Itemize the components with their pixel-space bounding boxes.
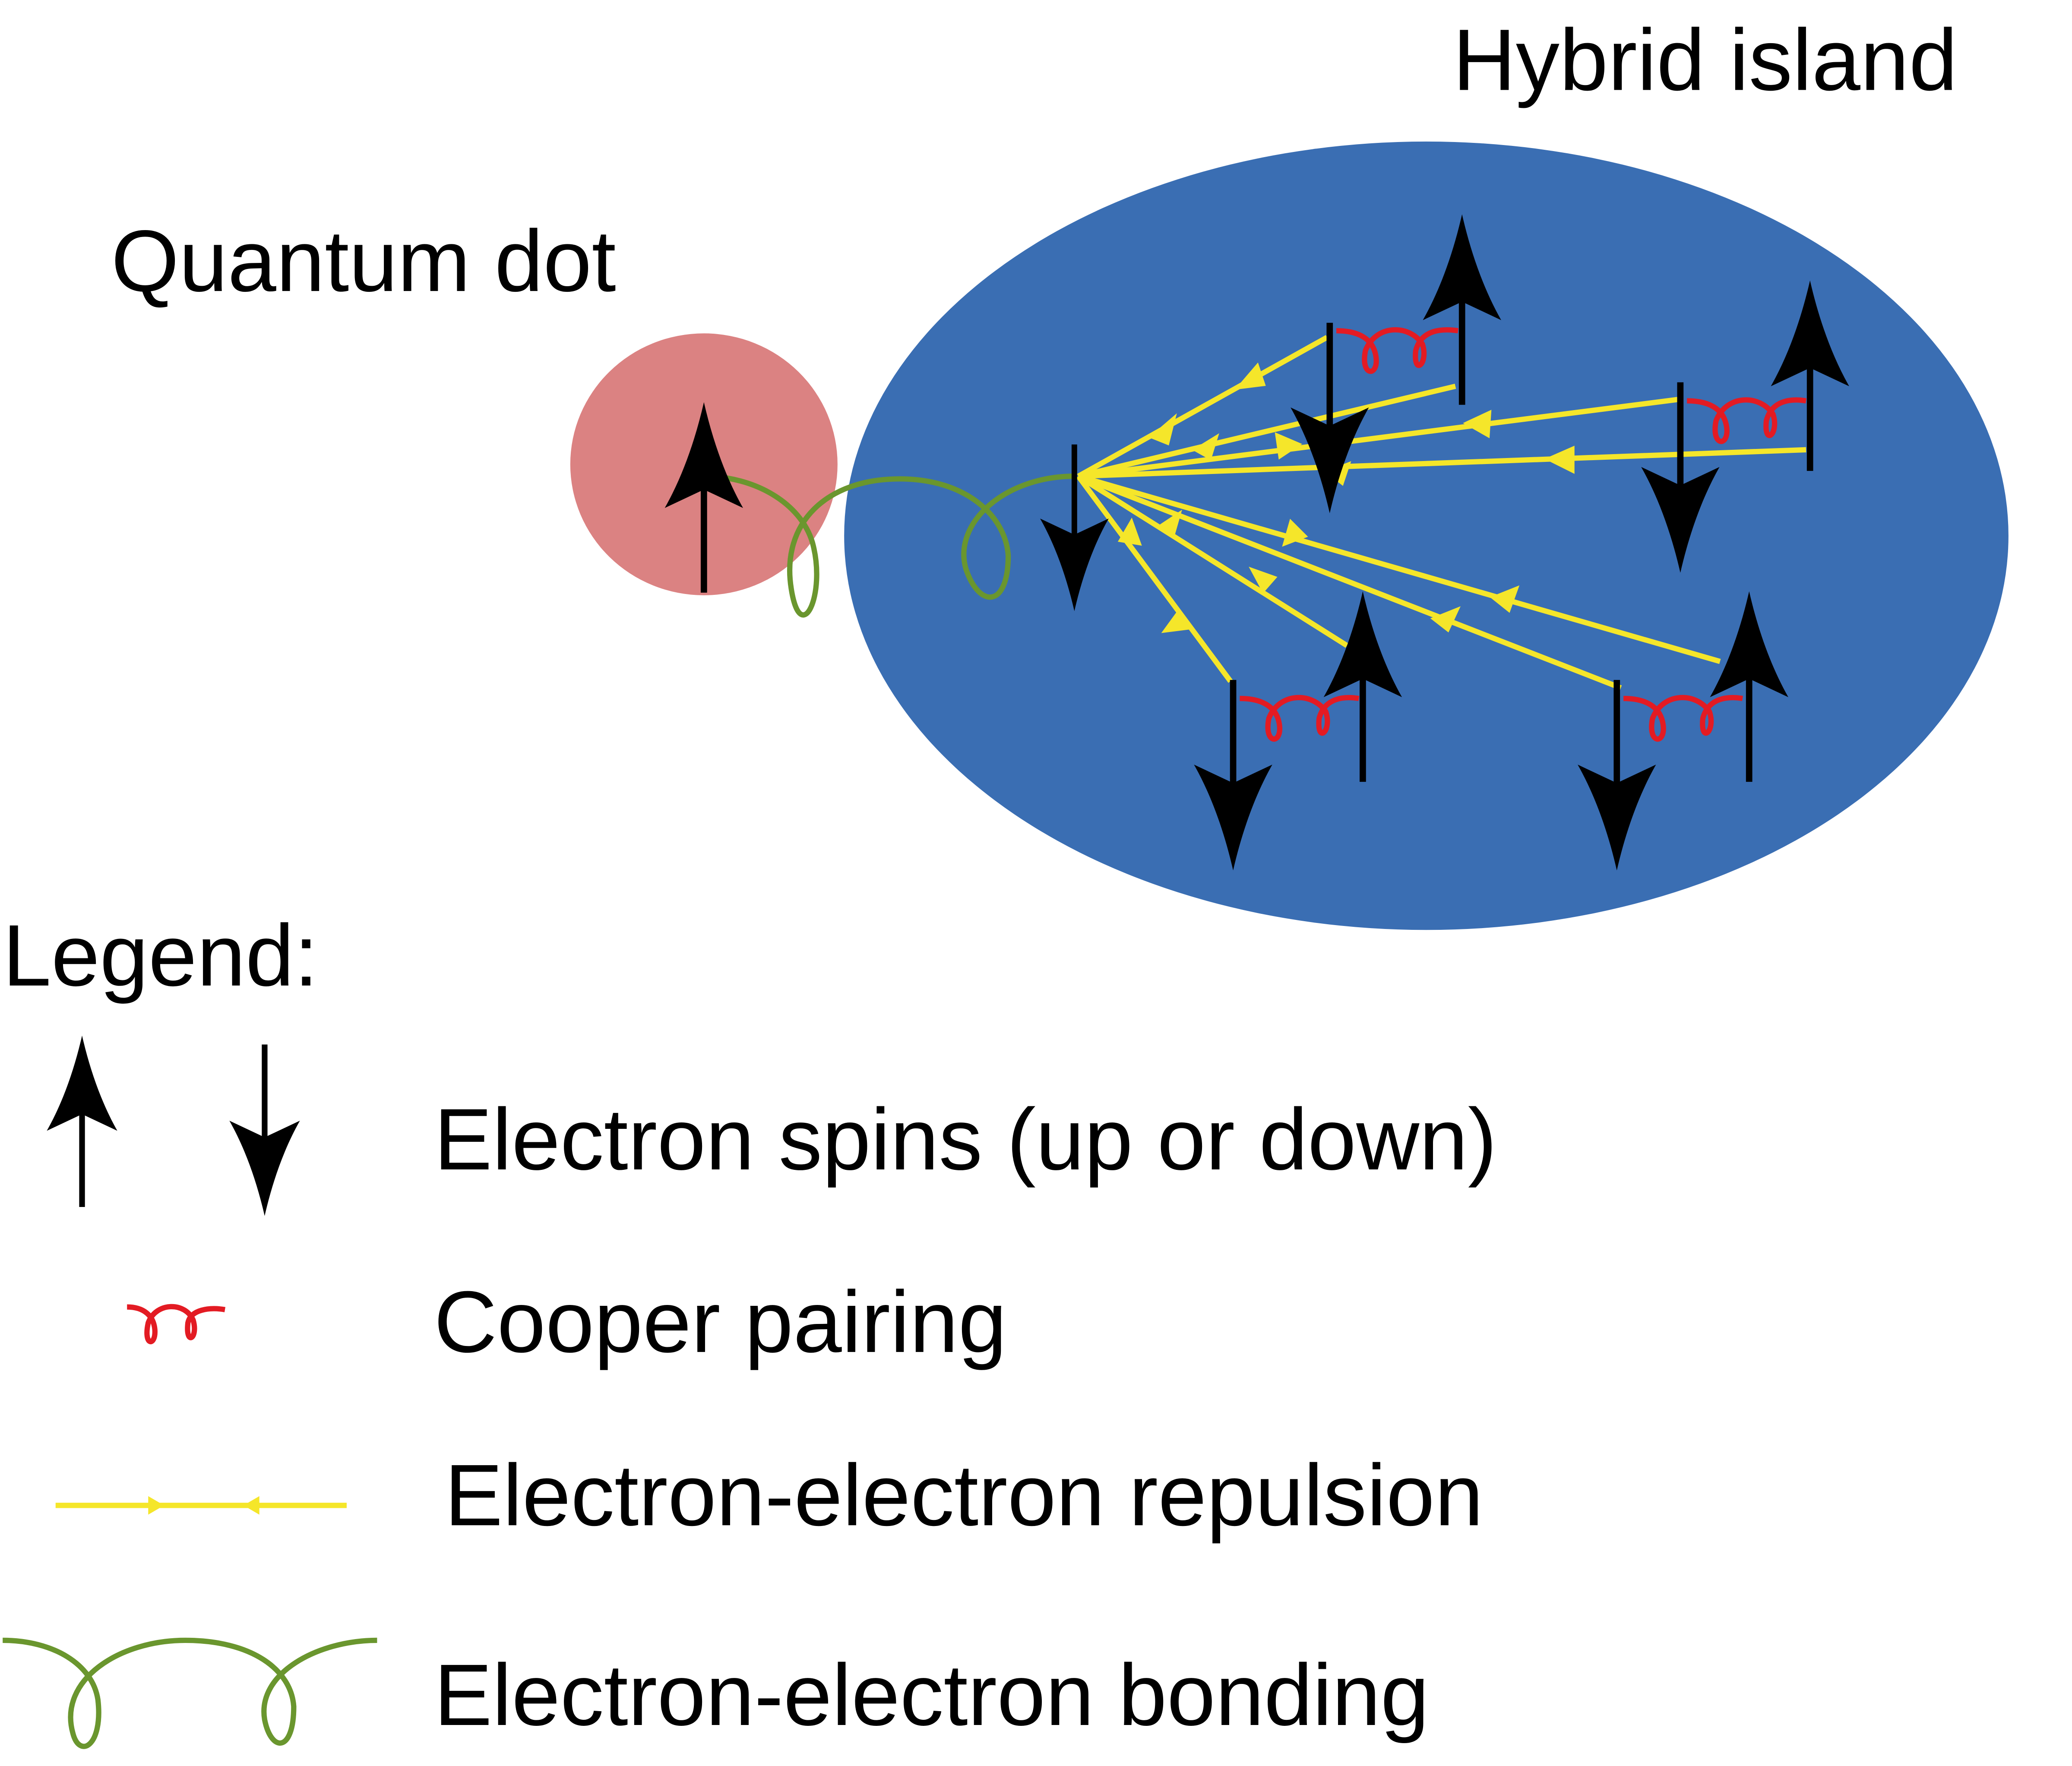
legend-label: Electron spins (up or down) [434, 1090, 1497, 1188]
repulsion-lines [1076, 335, 1806, 691]
hybrid-island-label: Hybrid island [1453, 11, 1958, 108]
repulsion-arrowhead [1544, 445, 1575, 474]
cooper-pair [1336, 327, 1458, 374]
repulsion-line [1077, 474, 1348, 648]
legend-label: Electron-electron bonding [434, 1646, 1429, 1744]
cooper-pairs [1240, 327, 1806, 742]
repulsion-line [1077, 474, 1721, 664]
cooper-pair [1240, 695, 1360, 742]
repulsion-arrowhead [1161, 611, 1194, 633]
repulsion-line [1078, 397, 1678, 479]
hybrid-island [844, 141, 2009, 930]
legend-label: Cooper pairing [434, 1273, 1007, 1371]
bonding-loop [704, 474, 1075, 618]
repulsion-line [1077, 474, 1622, 691]
repulsion-line [1078, 383, 1456, 479]
repulsion-arrowhead [1148, 413, 1177, 445]
spin-arrows-icon [47, 1035, 300, 1216]
repulsion-arrowhead [1117, 518, 1142, 546]
repulsion-arrowhead [1234, 362, 1266, 390]
repulsion-line [1077, 335, 1329, 479]
repulsion-arrowhead [1282, 518, 1308, 547]
repulsion-arrowhead [1275, 432, 1303, 460]
repulsion-line [1078, 447, 1806, 479]
repulsion-arrowhead [1192, 433, 1219, 461]
repulsion-arrowhead [1490, 585, 1520, 613]
repulsion-line-icon [55, 1496, 347, 1515]
repulsion-line [1076, 474, 1233, 683]
legend-label: Electron-electron repulsion [445, 1446, 1484, 1544]
legend-item-bonding: Electron-electron bonding [3, 1637, 1429, 1749]
cooper-pair [1687, 397, 1806, 444]
legend-item-cooper: Cooper pairing [127, 1273, 1007, 1371]
repulsion-arrowhead [1249, 566, 1278, 594]
cooper-pairing-icon [127, 1304, 226, 1344]
repulsion-arrowhead [1463, 410, 1492, 439]
repulsion-arrowhead [1157, 509, 1182, 539]
legend-item-spins: Electron spins (up or down) [47, 1035, 1497, 1216]
repulsion-arrowhead [1430, 606, 1461, 633]
legend-title: Legend: [3, 907, 318, 1004]
bonding-loop-icon [3, 1637, 377, 1749]
legend-item-repulsion: Electron-electron repulsion [55, 1446, 1484, 1544]
cooper-pair [1623, 695, 1743, 742]
quantum-dot-label: Quantum dot [111, 212, 616, 310]
